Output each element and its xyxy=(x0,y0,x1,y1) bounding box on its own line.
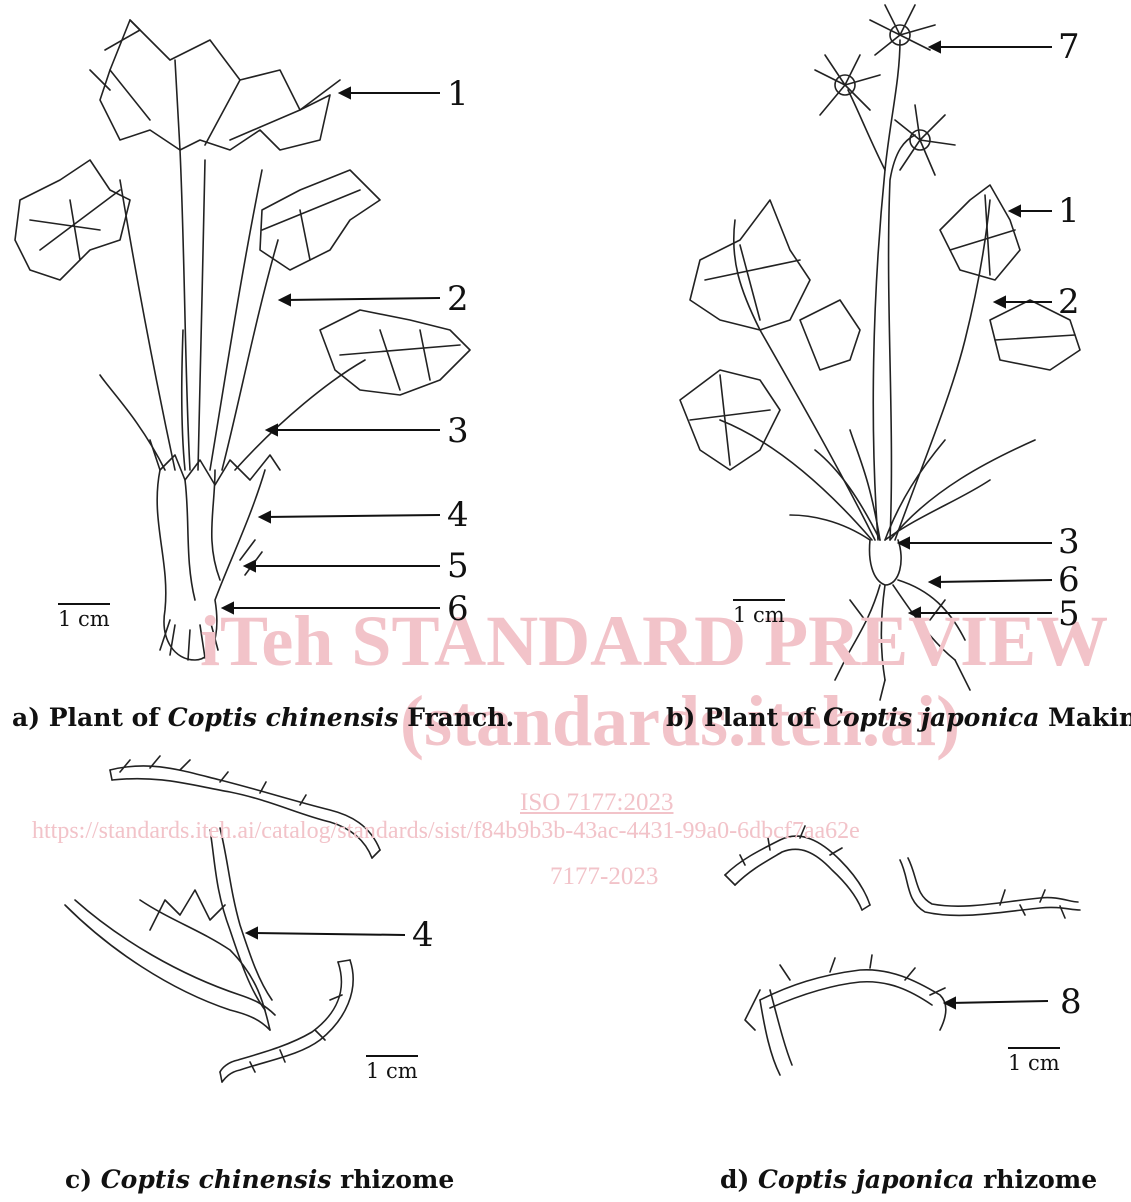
rhizome-c-drawing xyxy=(65,756,380,1082)
callout-a-2: 2 xyxy=(447,282,469,316)
callout-a-1: 1 xyxy=(447,77,469,111)
watermark-doc-id: 7177-2023 xyxy=(550,864,658,890)
callout-b-1: 1 xyxy=(1058,194,1080,228)
callout-a-5: 5 xyxy=(447,549,469,583)
callout-b-6: 6 xyxy=(1058,563,1080,597)
callout-a-3: 3 xyxy=(447,414,469,448)
callout-d-8: 8 xyxy=(1060,985,1082,1019)
caption-a: a) Plant of Coptis chinensis Franch. xyxy=(12,703,514,733)
callout-b-7: 7 xyxy=(1058,30,1080,64)
rhizome-d-drawing xyxy=(725,826,1080,1075)
callout-a-6: 6 xyxy=(447,592,469,626)
caption-c: c) Coptis chinensis rhizome xyxy=(65,1165,454,1195)
watermark-iso-link[interactable]: ISO 7177:2023 xyxy=(520,790,673,816)
callout-a-4: 4 xyxy=(447,498,469,532)
callout-c-4: 4 xyxy=(412,918,434,952)
callout-b-3: 3 xyxy=(1058,525,1080,559)
caption-b: b) Plant of Coptis japonica Makino. xyxy=(666,703,1131,733)
callout-b-5: 5 xyxy=(1058,597,1080,631)
plant-b-drawing xyxy=(680,5,1080,700)
scale-bar-b: 1 cm xyxy=(733,599,785,626)
flower-heads xyxy=(815,5,955,175)
plant-a-drawing xyxy=(15,20,470,660)
scale-bar-d: 1 cm xyxy=(1008,1047,1060,1074)
scale-bar-a: 1 cm xyxy=(58,603,110,630)
callout-b-2: 2 xyxy=(1058,285,1080,319)
caption-d: d) Coptis japonica rhizome xyxy=(720,1165,1097,1195)
watermark-line1: iTeh STANDARD PREVIEW xyxy=(200,605,1108,677)
watermark-url[interactable]: https://standards.iteh.ai/catalog/standa… xyxy=(32,818,860,844)
scale-bar-c: 1 cm xyxy=(366,1055,418,1082)
